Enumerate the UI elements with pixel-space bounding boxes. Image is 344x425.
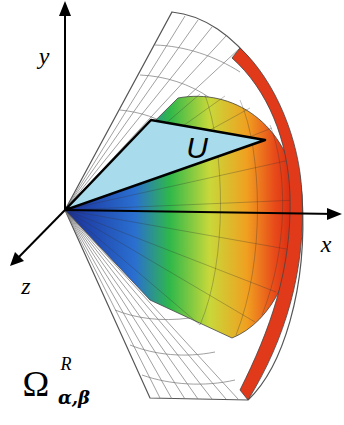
triangle-outline — [65, 118, 267, 212]
colored-surface — [65, 96, 298, 338]
domain-subscript: α,β — [58, 389, 90, 407]
domain-superscript: R — [61, 355, 72, 373]
axis-label: y — [39, 44, 50, 68]
axis-arrowheads — [10, 1, 342, 266]
region-label: U — [186, 133, 208, 163]
axis-label: z — [21, 274, 30, 298]
region-triangle: U — [65, 118, 267, 212]
axis-label: x — [321, 232, 332, 256]
domain-symbol: Ω — [23, 366, 50, 402]
triangle-shape — [65, 120, 265, 210]
axes — [14, 6, 336, 262]
surface-grid — [65, 94, 298, 335]
cone-shell — [65, 12, 303, 400]
cap-rim — [232, 48, 302, 400]
